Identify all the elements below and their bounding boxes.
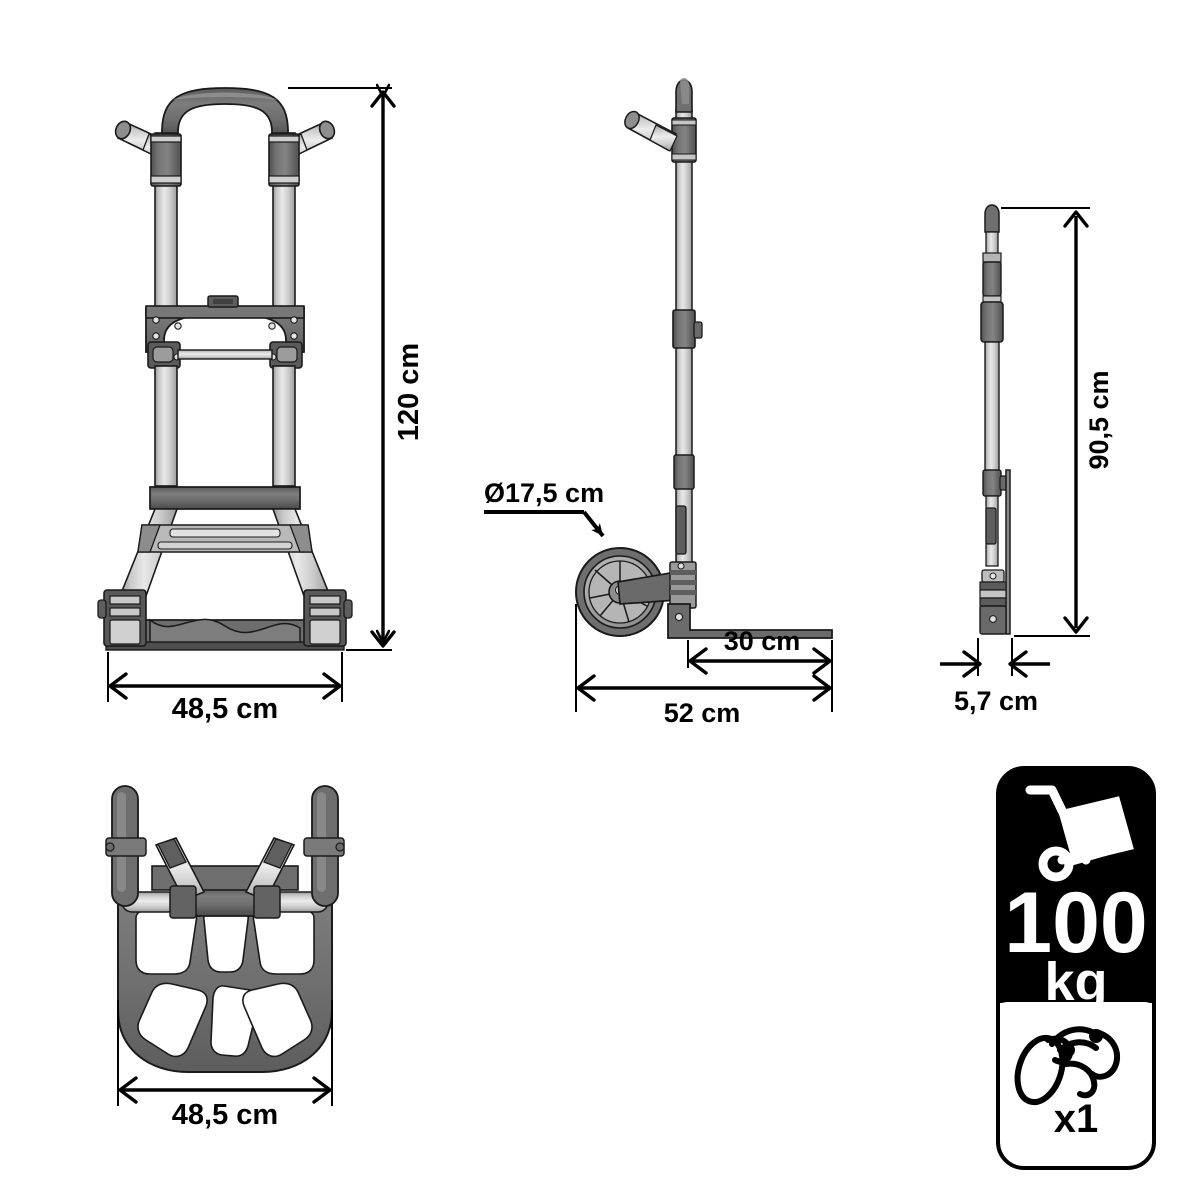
hand-truck-icon-box: [1038, 796, 1134, 882]
side-plate-depth-dimension: 30 cm: [688, 626, 832, 675]
side-telescope-joint: [672, 309, 696, 349]
top-cutout-6: [242, 982, 313, 1058]
front-right-wheel-clamp: [303, 589, 353, 647]
folded-height-dimension: 90,5 cm: [1063, 210, 1114, 634]
badge-capacity-unit: kg: [1044, 952, 1107, 1012]
side-total-depth-label: 52 cm: [664, 698, 741, 728]
bungee-cord-icon: [1014, 1026, 1120, 1106]
folded-side-view: 90,5 cm 5,7 cm: [940, 204, 1114, 716]
front-view: 120 cm 48,5 cm: [97, 88, 425, 725]
top-cutout-4: [137, 982, 208, 1058]
spec-badge: 100 kg x1: [996, 766, 1156, 1170]
front-height-label: 120 cm: [393, 343, 425, 441]
side-total-depth-dimension: 52 cm: [576, 674, 832, 728]
front-mid-strap: [149, 486, 301, 510]
badge-accessory-qty: x1: [1054, 1097, 1099, 1141]
top-cutout-2: [203, 909, 249, 973]
side-axle-bracket: [669, 561, 697, 609]
side-grip: [624, 110, 678, 152]
wheel-diameter-label: Ø17,5 cm: [484, 478, 604, 508]
folded-thickness-label: 5,7 cm: [954, 686, 1038, 716]
front-toe-plate: [137, 524, 313, 553]
top-width-dimension: 48,5 cm: [118, 1076, 332, 1131]
side-view: Ø17,5 cm 30 cm 52 cm: [484, 77, 833, 728]
top-view: 48,5 cm: [105, 785, 345, 1131]
top-width-label: 48,5 cm: [172, 1099, 278, 1131]
top-cutout-1: [135, 909, 198, 975]
badge-capacity-value: 100: [1004, 875, 1148, 971]
front-base-tray: [105, 618, 345, 651]
folded-thickness-dimension: 5,7 cm: [940, 650, 1050, 716]
side-latch-block: [673, 454, 695, 490]
top-cutout-3: [252, 909, 315, 975]
folded-toe-plate-edge: [1005, 469, 1011, 635]
folded-mast: [984, 341, 1000, 473]
front-left-wheel-clamp: [97, 589, 147, 647]
side-toe-plate: [667, 603, 833, 639]
front-right-lower-tube: [272, 365, 296, 487]
folded-wheel-clamp: [979, 569, 1007, 635]
front-width-label: 48,5 cm: [172, 693, 278, 725]
front-cross-bracket: [145, 295, 305, 369]
side-plate-depth-label: 30 cm: [724, 626, 801, 656]
front-width-dimension: 48,5 cm: [108, 672, 342, 725]
folded-height-label: 90,5 cm: [1084, 370, 1114, 469]
front-height-dimension: 120 cm: [370, 92, 425, 648]
wheel-diameter-callout: Ø17,5 cm: [484, 478, 605, 538]
front-left-lower-tube: [154, 365, 178, 487]
folded-grip-collar: [980, 301, 1004, 343]
folded-top-cap: [984, 204, 1000, 233]
